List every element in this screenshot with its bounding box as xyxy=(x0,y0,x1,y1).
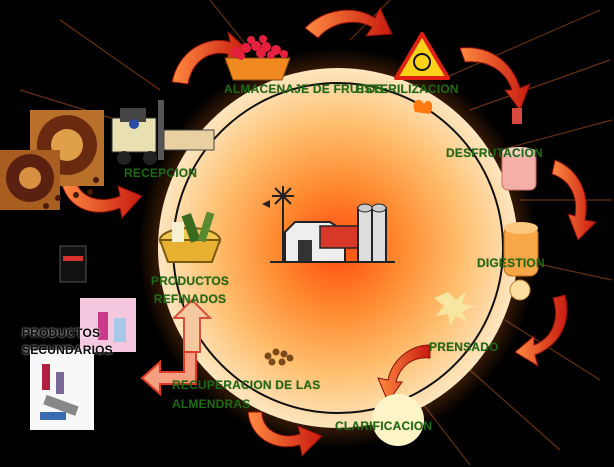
clarification-glow xyxy=(372,394,424,446)
cosmetics-image xyxy=(80,298,136,352)
stage-label-prensado: PRENSADO xyxy=(429,340,499,354)
small-container-icon xyxy=(59,245,87,283)
bend-arrow xyxy=(140,351,197,397)
warning-sign-icon xyxy=(394,32,450,114)
fruit-basket-icon xyxy=(224,35,291,81)
stage-label-clarificacion: CLARIFICACION xyxy=(335,419,433,433)
stage-label-recepcion: RECEPCION xyxy=(124,166,198,180)
stage-label-productos-refinados: PRODUCTOS REFINADOS xyxy=(150,274,230,306)
farm-icon xyxy=(262,186,395,263)
arrow-4 xyxy=(551,159,598,241)
stage-label-desfrutacion: DESFRUTACION xyxy=(446,146,543,160)
arrow-3 xyxy=(459,47,531,112)
stage-label-productos-secundarios: PRODUCTOS SECUNDARIOS xyxy=(22,326,113,357)
arrow-5 xyxy=(514,294,568,368)
stage-label-digestion: DIGESTION xyxy=(477,256,545,270)
stage-label-almacenaje: ALMACENAJE DE FRUTOS xyxy=(224,82,384,96)
thresher-drum-icon xyxy=(501,108,537,191)
streaks xyxy=(19,0,613,466)
arrow-7 xyxy=(247,411,323,458)
stage-label-recuperacion: RECUPERACION DE LAS ALMENDRAS xyxy=(172,378,321,411)
press-splash-icon xyxy=(434,292,474,326)
digester-icon xyxy=(503,222,539,301)
refined-products-basket-icon xyxy=(158,211,222,263)
arrow-2 xyxy=(304,6,393,39)
stage-label-esterilizacion: ESTERILIZACION xyxy=(356,82,459,96)
palm-fruit-image xyxy=(0,110,104,210)
arrow-8 xyxy=(61,181,143,220)
forklift-icon xyxy=(111,100,215,165)
cycle-arrows xyxy=(61,6,598,458)
arrow-6 xyxy=(377,344,431,404)
kernels-icon xyxy=(264,348,294,366)
arrow-1 xyxy=(171,30,249,85)
lipstick-image xyxy=(30,350,94,430)
